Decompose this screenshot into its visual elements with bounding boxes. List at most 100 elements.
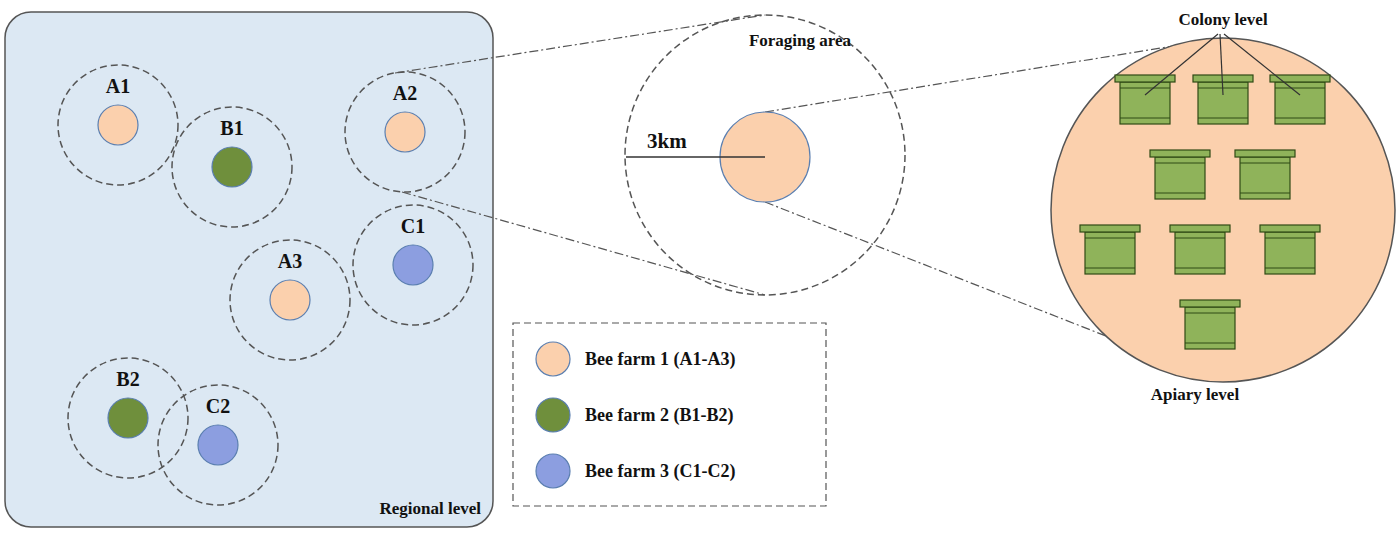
hive-group: [1080, 75, 1330, 349]
legend-swatch: [533, 339, 573, 379]
legend-dot: [536, 454, 570, 488]
apiary-circle: [380, 110, 430, 154]
apiary-circle: [265, 278, 315, 322]
hive-body: [1185, 307, 1235, 349]
zoom-line: [402, 192, 765, 295]
hive-body: [1175, 232, 1225, 274]
hive-band: [1185, 343, 1235, 344]
node-label: B2: [116, 368, 139, 391]
hive-band: [1198, 118, 1248, 119]
legend-row: Bee farm 1 (A1-A3): [533, 339, 818, 379]
apiary-dot: [108, 398, 148, 438]
legend-box: [513, 323, 826, 506]
apiary-circle: [93, 103, 143, 147]
apiary-dot: [212, 147, 252, 187]
beehive: [1260, 225, 1320, 274]
beehive: [1180, 300, 1240, 349]
apiary-circle: [193, 423, 243, 467]
foraging-circle: [345, 72, 465, 192]
foraging-node: Foraging area3km: [625, 15, 905, 295]
farm-apiary-node: A3: [265, 248, 315, 322]
hive-band: [1085, 238, 1135, 239]
hive-lid: [1193, 75, 1253, 82]
apiary-dot: [98, 105, 138, 145]
legend-dot: [536, 398, 570, 432]
node-label: Colony level: [1178, 10, 1267, 30]
hive-lid: [1260, 225, 1320, 232]
legend-swatch: [533, 395, 573, 435]
apiary-circle: [388, 243, 438, 287]
farm-apiary-node: B2: [103, 366, 153, 440]
legend-row: Bee farm 2 (B1-B2): [533, 395, 818, 435]
node-label: Apiary level: [1151, 385, 1239, 405]
apiary-dot: [385, 112, 425, 152]
hive-band: [1240, 193, 1290, 194]
legend-swatch: [533, 451, 573, 491]
leader-line: [1220, 34, 1223, 95]
beehive: [1150, 150, 1210, 199]
legend-dot: [536, 342, 570, 376]
node-label: C2: [206, 395, 230, 418]
foraging-circle: [158, 385, 278, 505]
hive-band: [1240, 163, 1290, 164]
farm-apiary-node: B1: [207, 115, 257, 189]
hive-band: [1265, 238, 1315, 239]
apiary-circle: [207, 145, 257, 189]
legend-row: Bee farm 3 (C1-C2): [533, 451, 818, 491]
foraging-circle: [58, 65, 178, 185]
hive-band: [1120, 88, 1170, 89]
apiary-circle: [103, 396, 153, 440]
regional-node: Regional levelA1B1A2C1A3B2C2: [5, 12, 493, 527]
node-label: A1: [106, 75, 130, 98]
farm-apiary-node: C1: [388, 213, 438, 287]
hive-body: [1265, 232, 1315, 274]
hive-band: [1120, 118, 1170, 119]
node-label: Foraging area: [749, 31, 851, 51]
hive-body: [1085, 232, 1135, 274]
beehive: [1235, 150, 1295, 199]
hive-band: [1185, 313, 1235, 314]
hive-band: [1175, 238, 1225, 239]
apiary-dot: [198, 425, 238, 465]
legend: Bee farm 1 (A1-A3) Bee farm 2 (B1-B2) Bee …: [513, 323, 826, 506]
hive-band: [1275, 118, 1325, 119]
hive-lid: [1170, 225, 1230, 232]
node-label: B1: [220, 117, 243, 140]
colony-leaders: [1145, 34, 1300, 95]
beehive: [1080, 225, 1140, 274]
hive-band: [1175, 268, 1225, 269]
hive-band: [1275, 88, 1325, 89]
hive-lid: [1180, 300, 1240, 307]
apiary-dot: [393, 245, 433, 285]
foraging-circle: [230, 240, 350, 360]
regional-panel: [5, 12, 493, 527]
leader-line: [1145, 34, 1218, 95]
foraging-circle: [353, 205, 473, 325]
hive-band: [1155, 193, 1205, 194]
foraging-circle: [172, 107, 292, 227]
hive-lid: [1235, 150, 1295, 157]
legend-text: Bee farm 3 (C1-C2): [585, 461, 735, 482]
foraging-circles: [58, 65, 473, 505]
hive-body: [1155, 157, 1205, 199]
hive-band: [1085, 268, 1135, 269]
beehive: [1270, 75, 1330, 124]
leader-line: [1224, 34, 1300, 95]
beehive: [1170, 225, 1230, 274]
hive-body: [1240, 157, 1290, 199]
foraging-area-circle: [625, 15, 905, 295]
hive-lid: [1080, 225, 1140, 232]
hive-body: [1120, 82, 1170, 124]
node-label: C1: [401, 215, 425, 238]
hive-band: [1265, 268, 1315, 269]
apiary-dot: [270, 280, 310, 320]
hive-lid: [1115, 75, 1175, 82]
apiary-node: Colony levelApiary level: [1050, 4, 1396, 414]
legend-text: Bee farm 2 (B1-B2): [585, 405, 733, 426]
beehive: [1193, 75, 1253, 124]
foraging-circle: [68, 358, 188, 478]
farm-apiary-node: A2: [380, 80, 430, 154]
hive-band: [1155, 163, 1205, 164]
legend-text: Bee farm 1 (A1-A3): [585, 349, 735, 370]
